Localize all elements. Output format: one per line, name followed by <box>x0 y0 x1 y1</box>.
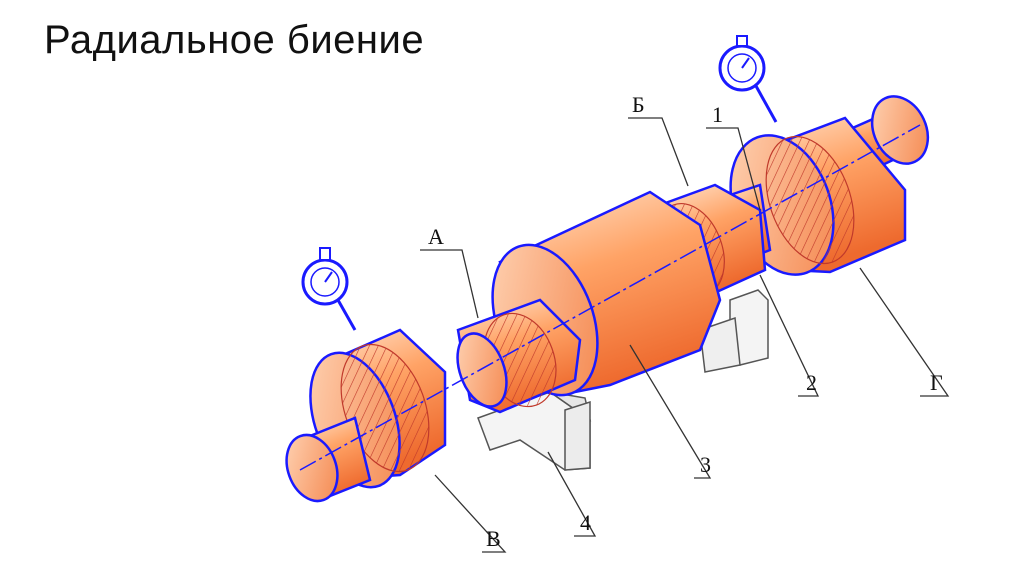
left-end-journal <box>285 416 372 503</box>
label-1: 1 <box>712 102 723 127</box>
journal-a <box>456 298 582 414</box>
label-a: А <box>428 224 444 249</box>
label-b: Б <box>632 92 645 117</box>
label-4: 4 <box>580 510 591 535</box>
support-prism-back <box>699 289 769 373</box>
label-3: 3 <box>700 452 711 477</box>
label-v: В <box>486 526 501 551</box>
dial-indicator-left <box>301 247 357 331</box>
dial-indicator-right <box>718 35 778 123</box>
center-axis <box>299 124 921 471</box>
leader-lines <box>420 117 950 553</box>
label-2: 2 <box>806 370 817 395</box>
support-prism-front <box>477 391 592 471</box>
slide-title: Радиальное биение <box>44 18 425 62</box>
label-g: Г <box>930 370 943 395</box>
